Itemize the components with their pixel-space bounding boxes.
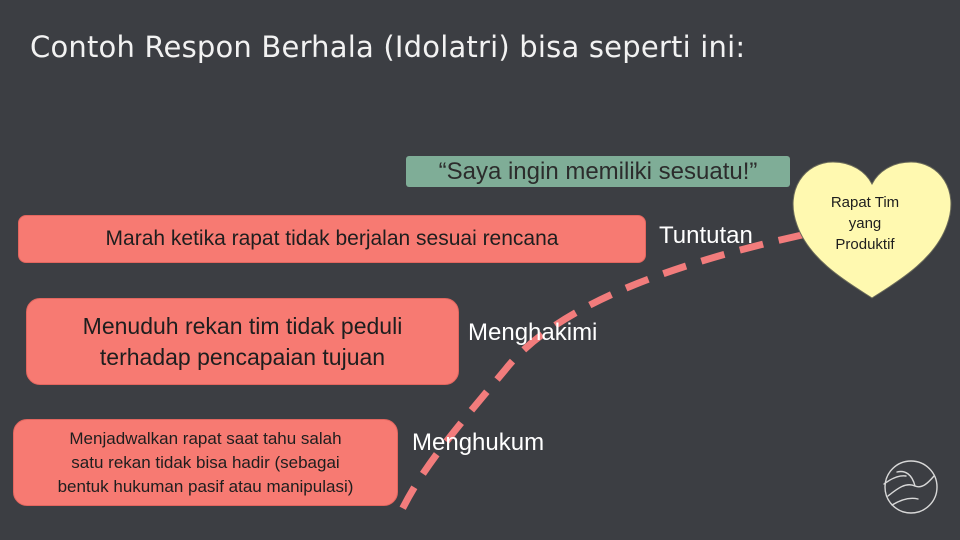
response-box-punish: Menjadwalkan rapat saat tahu salah satu … [13, 419, 398, 506]
heart-line: Rapat Tim [830, 194, 900, 211]
label-judge: Menghakimi [468, 319, 598, 346]
desire-statement: “Saya ingin memiliki sesuatu!” [406, 156, 790, 187]
response-text: Marah ketika rapat tidak berjalan sesuai… [105, 227, 559, 250]
label-punish: Menghukum [412, 429, 545, 456]
label-demand: Tuntutan [659, 222, 753, 249]
heart-label: Rapat Tim yang Produktif [805, 192, 925, 255]
bird-logo-icon [883, 460, 938, 514]
response-text: terhadap pencapaian tujuan [99, 343, 386, 370]
heart-shape [792, 161, 952, 299]
response-text: satu rekan tidak bisa hadir (sebagai [71, 452, 340, 472]
response-text: Menjadwalkan rapat saat tahu salah [69, 428, 342, 448]
response-box-judge: Menuduh rekan tim tidak peduli terhadap … [26, 298, 459, 385]
heart-line: Produktif [835, 236, 895, 253]
response-text: bentuk hukuman pasif atau manipulasi) [57, 476, 354, 496]
slide-title: Contoh Respon Berhala (Idolatri) bisa se… [30, 30, 746, 64]
escalation-dashed-path [394, 231, 803, 520]
heart-line: yang [848, 215, 882, 232]
response-text: Menuduh rekan tim tidak peduli [82, 312, 403, 339]
response-box-demand: Marah ketika rapat tidak berjalan sesuai… [18, 215, 646, 263]
